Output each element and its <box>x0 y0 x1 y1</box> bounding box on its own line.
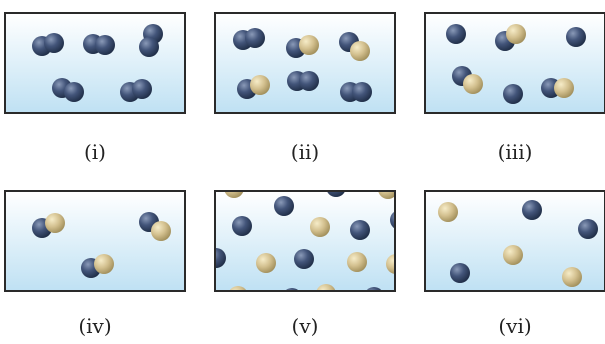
molecule-blue-tan-2 <box>452 66 483 94</box>
panel-ii <box>214 12 396 114</box>
atom-blue <box>327 192 345 197</box>
atom-blue-3 <box>503 84 523 104</box>
atom-tan <box>347 252 367 272</box>
atom-tan <box>224 192 244 198</box>
atom-tan <box>230 286 246 290</box>
atom-blue <box>294 249 314 269</box>
molecule-blue-tan-3 <box>81 254 114 278</box>
molecule-blue-tan-1 <box>32 213 65 238</box>
atom-blue <box>274 196 294 216</box>
atom-tan <box>503 245 523 265</box>
caption-iv: (iv) <box>78 314 112 338</box>
molecule-blue-tan-2 <box>339 32 370 61</box>
panel-ii-graphic <box>216 14 394 112</box>
panel-iii <box>424 12 605 114</box>
molecule-blue-blue-2 <box>287 71 319 91</box>
caption-i: (i) <box>83 140 106 164</box>
molecule-blue-blue-5 <box>120 79 152 102</box>
atom-blue <box>232 216 252 236</box>
atom-tan <box>256 253 276 273</box>
atom-tan <box>316 284 336 290</box>
molecule-blue-tan-2 <box>139 212 171 241</box>
atom-blue-2 <box>566 27 586 47</box>
atom-blue <box>216 248 226 268</box>
atom-tan <box>386 254 394 274</box>
panel-i <box>4 12 186 114</box>
panel-vi <box>424 190 605 292</box>
caption-iii: (iii) <box>497 140 533 164</box>
molecule-blue-blue-1 <box>233 28 265 50</box>
caption-v: (v) <box>291 314 319 338</box>
molecule-blue-tan-1 <box>495 24 526 51</box>
atom-tan <box>438 202 458 222</box>
caption-ii: (ii) <box>290 140 320 164</box>
molecule-blue-blue-3 <box>139 24 163 57</box>
panel-iii-graphic <box>426 14 604 112</box>
panel-i-graphic <box>6 14 184 112</box>
panel-iv <box>4 190 186 292</box>
atom-blue <box>522 200 542 220</box>
atom-blue <box>390 212 394 228</box>
panel-vi-graphic <box>426 192 604 290</box>
atom-blue <box>578 219 598 239</box>
molecule-blue-blue-1 <box>32 33 64 56</box>
molecule-blue-blue-2 <box>83 34 115 55</box>
molecule-blue-tan-3 <box>237 75 270 99</box>
atom-tan <box>310 217 330 237</box>
atom-blue <box>366 287 382 290</box>
molecule-blue-tan-3 <box>541 78 574 98</box>
atom-blue-1 <box>446 24 466 44</box>
caption-vi: (vi) <box>498 314 532 338</box>
panel-iv-graphic <box>6 192 184 290</box>
molecule-blue-blue-4 <box>52 78 84 102</box>
panel-v <box>214 190 396 292</box>
atom-tan <box>378 192 394 199</box>
atom-blue <box>350 220 370 240</box>
molecule-blue-tan-1 <box>286 35 319 58</box>
atom-blue <box>450 263 470 283</box>
atom-tan <box>562 267 582 287</box>
panel-v-graphic <box>216 192 394 290</box>
atom-blue <box>286 288 298 290</box>
molecule-blue-blue-3 <box>340 82 372 102</box>
